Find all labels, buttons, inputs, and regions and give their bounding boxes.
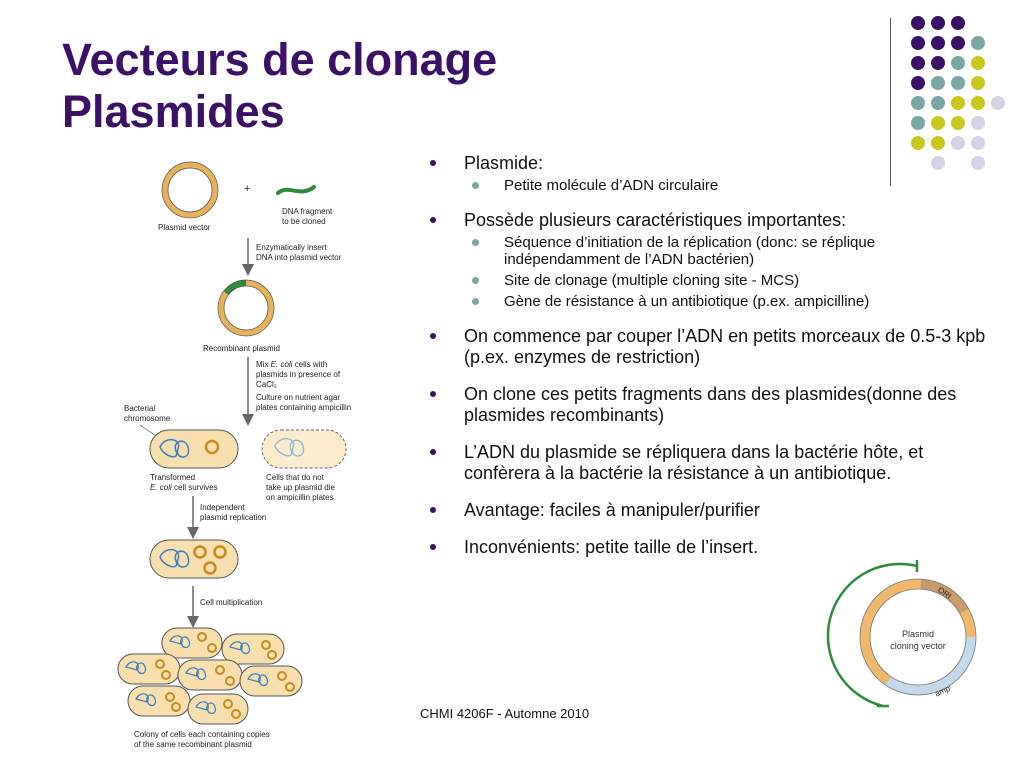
step-mix-label-line-2: plasmids in presence of [256, 370, 341, 379]
decorative-dot [911, 56, 925, 70]
decorative-dot [911, 116, 925, 130]
step-culture-label-line-1: Culture on nutrient agar [256, 393, 340, 402]
bullet-item: Inconvénients: petite taille de l’insert… [428, 537, 988, 558]
step-insert-label-line-1: Enzymatically insert [256, 243, 327, 252]
dna-fragment-label-line-2: to be cloned [282, 217, 326, 226]
sub-bullet-list: Séquence d’initiation de la réplication … [464, 234, 988, 310]
bacterial-chromosome-label-line-1: Bacterial [124, 404, 155, 413]
decorative-dot [951, 76, 965, 90]
sub-bullet-item: Site de clonage (multiple cloning site -… [464, 272, 988, 289]
step-replication-label-line-1: Independent [200, 503, 245, 512]
decorative-dot [931, 36, 945, 50]
colony-label-line-1: Colony of cells each containing copies [134, 730, 270, 739]
decorative-dot [971, 36, 985, 50]
replicated-cell-diagram [149, 539, 239, 579]
decorative-dot [951, 36, 965, 50]
dna-fragment-diagram [276, 185, 316, 195]
decorative-dot [971, 56, 985, 70]
decorative-dot [971, 96, 985, 110]
transformed-label-line-2: E. coli cell survives [150, 483, 218, 492]
sub-bullet-item: Séquence d’initiation de la réplication … [464, 234, 988, 268]
untransformed-label-line-3: on ampicillin plates [266, 493, 334, 502]
bullet-item: L’ADN du plasmide se répliquera dans la … [428, 442, 988, 484]
decorative-dot [971, 156, 985, 170]
decorative-dot [971, 116, 985, 130]
decorative-dot [931, 96, 945, 110]
bullet-text: Inconvénients: petite taille de l’insert… [464, 537, 759, 557]
bullet-item: Possède plusieurs caractéristiques impor… [428, 210, 988, 310]
decorative-divider [890, 18, 891, 186]
plasmid-map-label-line-2: cloning vector [890, 641, 946, 651]
decorative-dot [931, 156, 945, 170]
untransformed-cell-diagram [261, 429, 347, 469]
slide-title: Vecteurs de clonage Plasmides [62, 34, 497, 138]
untransformed-label-line-1: Cells that do not [266, 473, 325, 482]
decorative-dot [971, 76, 985, 90]
decorative-dot [911, 76, 925, 90]
decorative-dot [911, 96, 925, 110]
decorative-dot [951, 136, 965, 150]
bullet-text: On clone ces petits fragments dans des p… [464, 384, 957, 425]
decorative-dot [931, 136, 945, 150]
colony-diagram [117, 627, 303, 725]
bullet-text: Plasmide: [464, 153, 544, 173]
sub-bullet-item: Petite molécule d’ADN circulaire [464, 177, 988, 194]
untransformed-label-line-2: take up plasmid die [266, 483, 335, 492]
decorative-dot [971, 136, 985, 150]
bullet-item: On commence par couper l’ADN en petits m… [428, 326, 988, 368]
decorative-dot [931, 16, 945, 30]
sub-bullet-item: Gène de résistance à un antibiotique (p.… [464, 293, 988, 310]
decorative-dot [911, 136, 925, 150]
step-multiplication-label: Cell multiplication [200, 598, 262, 607]
transformed-label-line-1: Transformed [150, 473, 195, 482]
decorative-dot [951, 16, 965, 30]
sub-bullet-list: Petite molécule d’ADN circulaire [464, 177, 988, 194]
decorative-dot [991, 96, 1005, 110]
step-replication-label-line-2: plasmid replication [200, 513, 266, 522]
decorative-dot [951, 96, 965, 110]
slide-footer: CHMI 4206F - Automne 2010 [420, 706, 590, 721]
step-mix-label-line-1: Mix E. coli cells with [256, 360, 327, 369]
plus-sign: + [244, 183, 250, 195]
bullet-list: Plasmide: Petite molécule d’ADN circulai… [428, 153, 988, 574]
bullet-text: Possède plusieurs caractéristiques impor… [464, 210, 847, 230]
decorative-dot [911, 36, 925, 50]
bacterial-chromosome-label-line-2: chromosome [124, 414, 171, 423]
decorative-dot [911, 16, 925, 30]
plasmid-vector-label: Plasmid vector [158, 223, 211, 232]
recombinant-plasmid-diagram [217, 279, 275, 337]
plasmid-vector-diagram [161, 161, 219, 219]
step-mix-label-line-3: CaCl₂ [256, 380, 277, 389]
decorative-dot [951, 56, 965, 70]
dna-fragment-label-line-1: DNA fragment [282, 207, 333, 216]
plasmid-map-diagram [826, 560, 977, 708]
step-insert-label-line-2: DNA into plasmid vector [256, 253, 342, 262]
slide-title-line-1: Vecteurs de clonage [62, 34, 498, 85]
slide-title-line-2: Plasmides [62, 86, 285, 137]
plasmid-map-label-line-1: Plasmid [902, 629, 934, 639]
colony-label-line-2: of the same recombinant plasmid [134, 740, 252, 749]
step-culture-label-line-2: plates containing ampicillin [256, 403, 351, 412]
decorative-dot [931, 116, 945, 130]
bullet-item: Avantage: faciles à manipuler/purifier [428, 500, 988, 521]
bullet-text: L’ADN du plasmide se répliquera dans la … [464, 442, 924, 483]
bullet-text: Avantage: faciles à manipuler/purifier [464, 500, 760, 520]
decorative-dot [931, 76, 945, 90]
bullet-item: On clone ces petits fragments dans des p… [428, 384, 988, 426]
transformed-cell-diagram [149, 429, 239, 469]
bullet-item: Plasmide: Petite molécule d’ADN circulai… [428, 153, 988, 194]
decorative-dot [931, 56, 945, 70]
decorative-dot-grid [0, 0, 1024, 180]
decorative-dot [951, 116, 965, 130]
bullet-text: On commence par couper l’ADN en petits m… [464, 326, 986, 367]
recombinant-plasmid-label: Recombinant plasmid [203, 344, 280, 353]
